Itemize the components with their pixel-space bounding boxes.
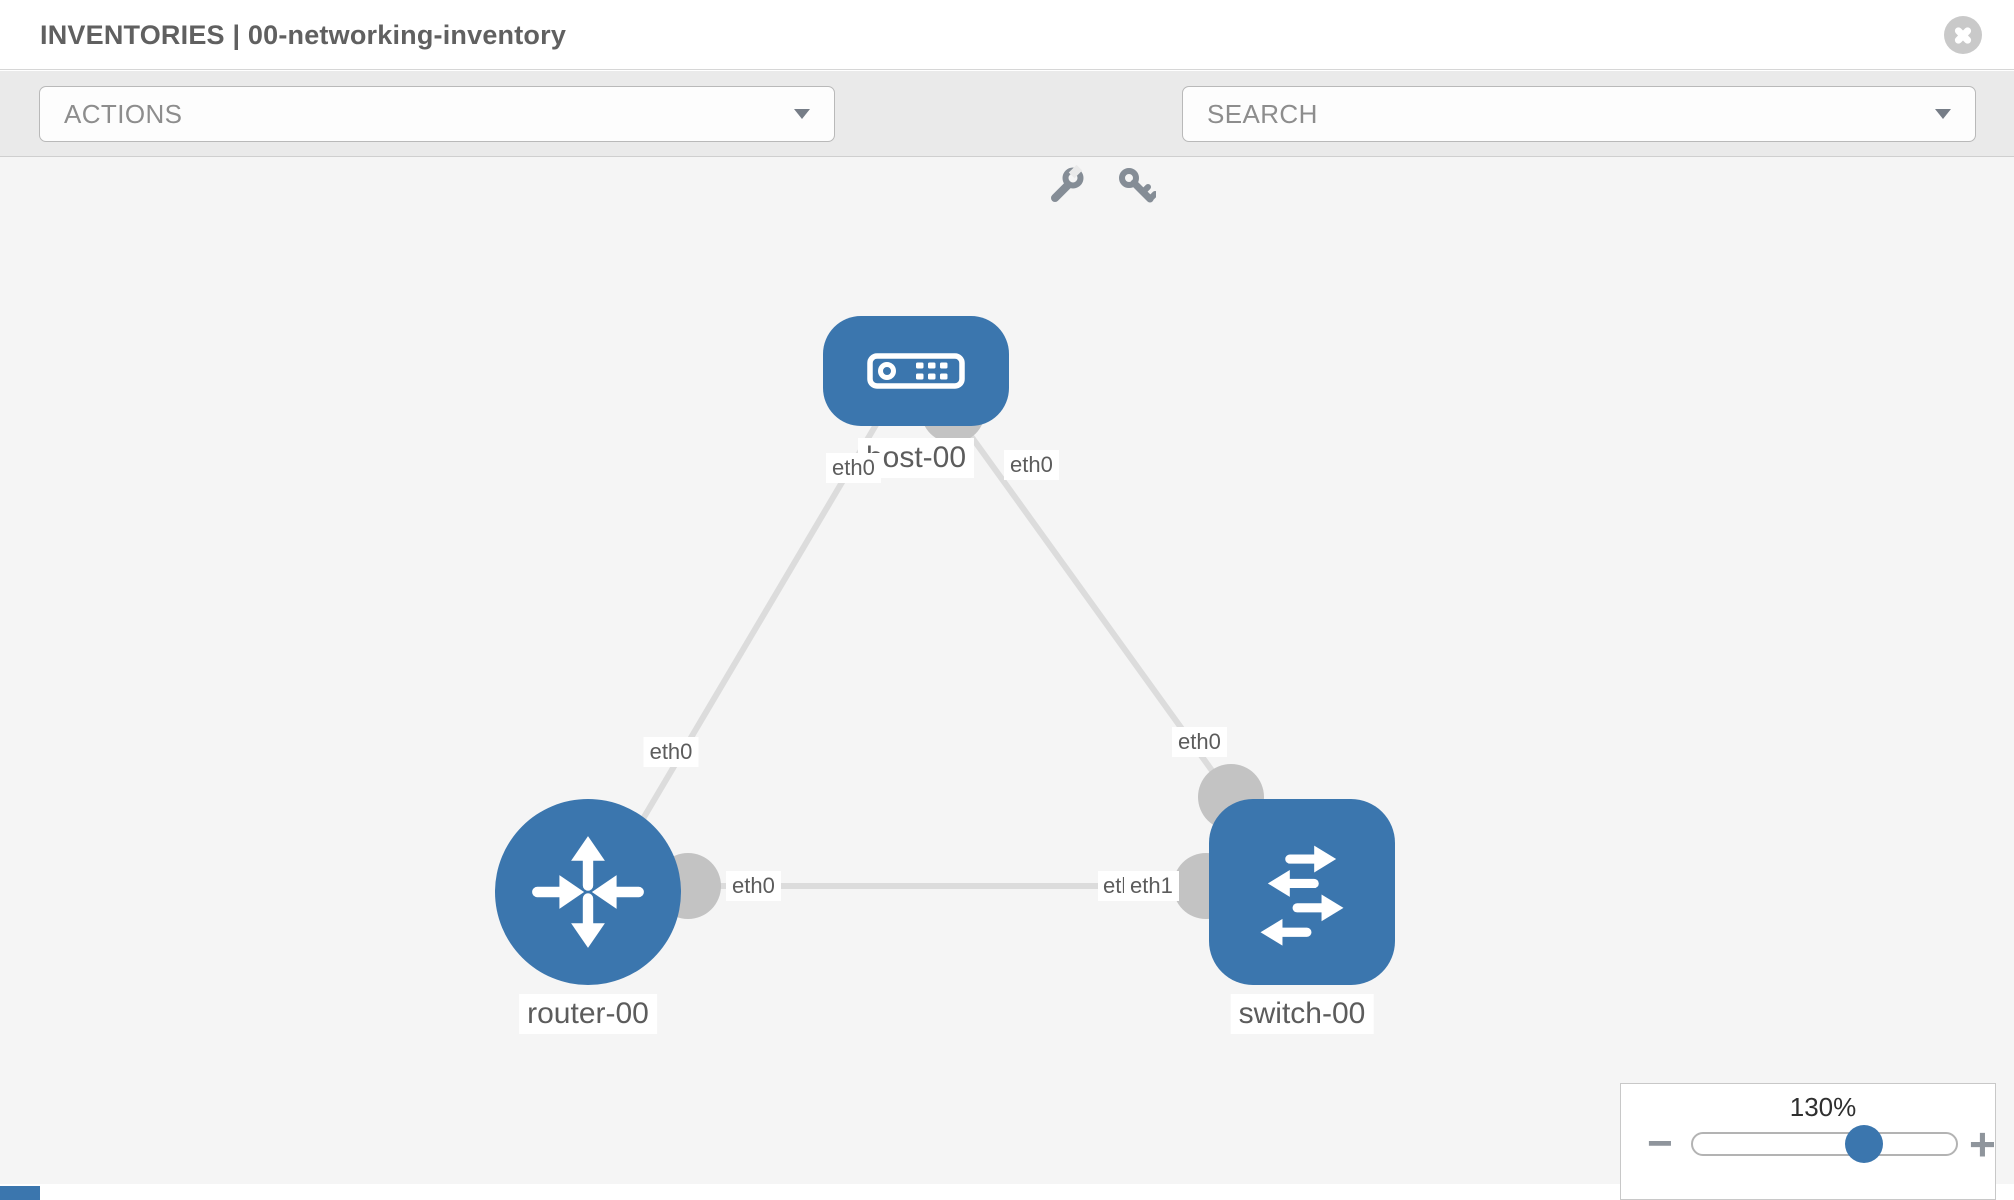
chevron-down-icon xyxy=(794,109,810,119)
close-button[interactable] xyxy=(1944,16,1982,54)
interface-label-host-left: eth0 xyxy=(826,453,881,483)
chevron-down-icon xyxy=(1935,109,1951,119)
minus-icon: − xyxy=(1647,1119,1673,1168)
zoom-out-button[interactable]: − xyxy=(1647,1114,1673,1174)
node-label-switch: switch-00 xyxy=(1230,994,1374,1034)
node-switch-00[interactable] xyxy=(1209,799,1395,985)
interface-label-switch-left-front: eth1 xyxy=(1124,871,1179,901)
switch-icon xyxy=(1260,845,1344,946)
zoom-in-button[interactable]: + xyxy=(1969,1114,1996,1174)
interface-label-host-right: eth0 xyxy=(1004,450,1059,480)
router-icon xyxy=(532,836,644,948)
page-title: INVENTORIES | 00-networking-inventory xyxy=(40,20,567,50)
zoom-slider-thumb[interactable] xyxy=(1845,1125,1883,1163)
node-host-00[interactable] xyxy=(823,316,1009,426)
actions-dropdown[interactable]: ACTIONS xyxy=(39,86,835,142)
interface-label-router-right: eth0 xyxy=(726,871,781,901)
topology-canvas[interactable] xyxy=(0,157,2014,1184)
zoom-level-label: 130% xyxy=(1789,1092,1857,1122)
search-dropdown[interactable]: SEARCH xyxy=(1182,86,1976,142)
toolbar: ACTIONS SEARCH xyxy=(0,71,2014,203)
node-router-00[interactable] xyxy=(495,799,681,985)
plus-icon: + xyxy=(1969,1118,1996,1170)
header-bar: INVENTORIES | 00-networking-inventory xyxy=(0,0,2014,70)
search-dropdown-label: SEARCH xyxy=(1207,98,1318,129)
interface-label-switch-top: eth0 xyxy=(1172,727,1227,757)
interface-label-router-link: eth0 xyxy=(643,737,699,767)
actions-dropdown-label: ACTIONS xyxy=(64,98,183,129)
wrench-icon xyxy=(1051,165,1084,202)
credentials-button[interactable] xyxy=(1116,165,1156,205)
node-label-router: router-00 xyxy=(519,994,657,1034)
key-legend-button[interactable] xyxy=(0,1186,40,1200)
configure-button[interactable] xyxy=(1046,165,1086,205)
key-icon xyxy=(1119,168,1156,203)
zoom-slider-track[interactable] xyxy=(1691,1132,1958,1156)
host-icon xyxy=(867,353,965,389)
zoom-panel: 130% − + xyxy=(1620,1083,1996,1200)
